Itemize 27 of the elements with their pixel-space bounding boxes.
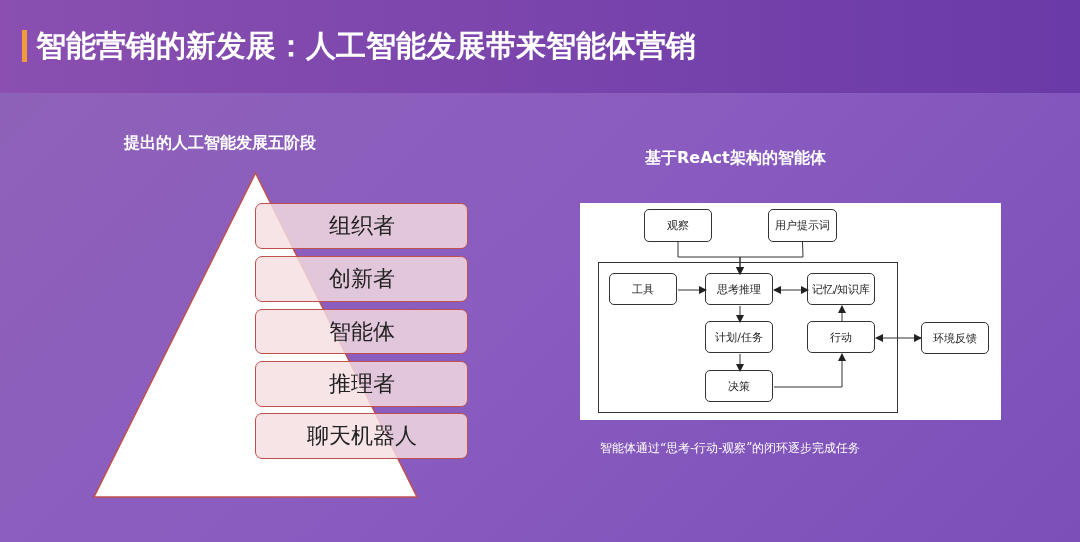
stage-box: 智能体 [255, 309, 468, 354]
stage-box: 创新者 [255, 256, 468, 302]
process-box: 决策 [705, 370, 773, 402]
process-box: 用户提示词 [768, 209, 837, 242]
slide-title: 智能营销的新发展：人工智能发展带来智能体营销 [36, 27, 696, 65]
section-heading: 基于ReAct架构的智能体 [645, 148, 826, 169]
stage-box: 聊天机器人 [255, 413, 468, 459]
process-box: 思考推理 [705, 273, 773, 305]
process-box: 工具 [609, 273, 677, 305]
section-heading: 提出的人工智能发展五阶段 [124, 133, 316, 154]
arrow [736, 241, 804, 275]
arrow [736, 353, 744, 372]
stage-box: 推理者 [255, 361, 468, 407]
caption: 智能体通过“思考-行动-观察”的闭环逐步完成任务 [600, 440, 861, 457]
arrow [773, 353, 846, 388]
process-box: 观察 [644, 209, 712, 242]
process-box: 记忆/知识库 [807, 273, 875, 305]
process-box: 行动 [807, 321, 875, 353]
process-box: 环境反馈 [921, 322, 989, 354]
arrow [736, 305, 744, 323]
arrow [875, 334, 922, 342]
arrow [773, 286, 809, 294]
process-box: 计划/任务 [705, 321, 773, 353]
stage-box: 组织者 [255, 203, 468, 249]
arrow [677, 286, 707, 294]
arrow [838, 305, 846, 323]
container-box [598, 262, 898, 413]
